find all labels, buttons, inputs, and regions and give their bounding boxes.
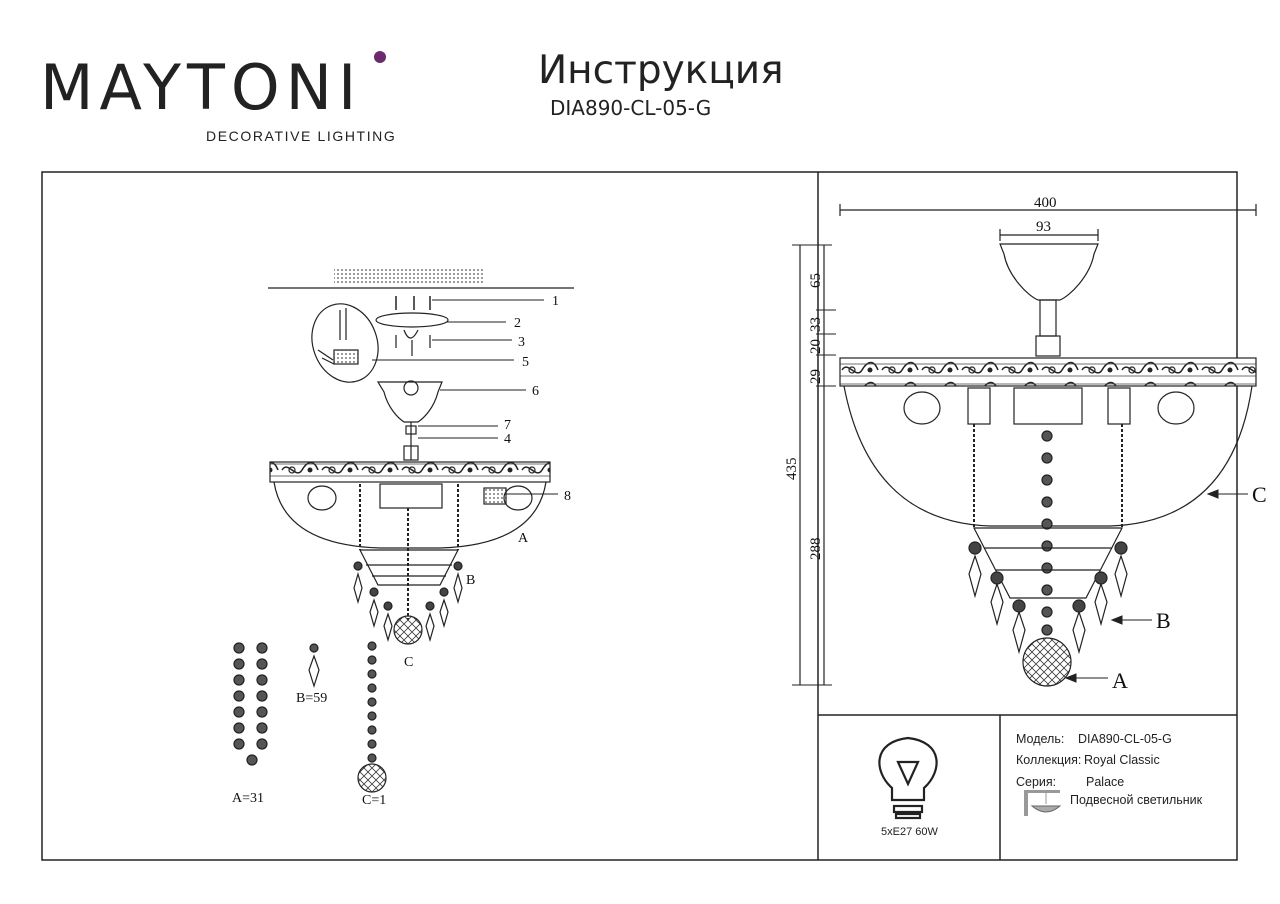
- part-label-5: 5: [522, 355, 529, 370]
- assembly-letter-a: A: [518, 531, 529, 546]
- part-label-1: 1: [552, 294, 559, 309]
- bulb-icon: [878, 736, 938, 820]
- part-label-6: 6: [532, 384, 539, 399]
- brand-logo: MAYTONI DECORATIVE LIGHTING: [38, 50, 398, 150]
- dimension-drawing: [792, 204, 1257, 687]
- model-label: Модель:: [1016, 732, 1065, 746]
- dim-segment-29: 29: [808, 369, 824, 384]
- part-label-7: 7: [504, 418, 511, 433]
- dim-height-total: 435: [784, 458, 800, 481]
- dim-segment-20: 20: [808, 339, 824, 354]
- collection-label: Коллекция:: [1016, 753, 1082, 767]
- pendant-type-icon: [1024, 790, 1062, 816]
- count-c: C=1: [362, 793, 386, 808]
- count-b: B=59: [296, 691, 327, 706]
- part-label-4: 4: [504, 432, 511, 447]
- model-code: DIA890-CL-05-G: [550, 96, 712, 120]
- dim-canopy-width: 93: [1036, 219, 1051, 235]
- dim-letter-a: A: [1112, 668, 1128, 693]
- logo-tagline: DECORATIVE LIGHTING: [206, 128, 397, 144]
- series-value: Palace: [1086, 775, 1125, 789]
- dim-width: 400: [1034, 195, 1057, 211]
- assembly-letter-c: C: [404, 655, 413, 670]
- dimension-labels: 400 93 435 65 33 20 29 288 C B A: [784, 195, 1267, 693]
- dim-letter-b: B: [1156, 608, 1171, 633]
- part-label-8: 8: [564, 489, 571, 504]
- part-label-3: 3: [518, 335, 525, 350]
- series-label: Серия:: [1016, 775, 1057, 789]
- part-label-2: 2: [514, 316, 521, 331]
- type-value: Подвесной светильник: [1070, 793, 1203, 807]
- logo-wordmark: MAYTONI: [40, 51, 363, 124]
- collection-value: Royal Classic: [1084, 753, 1160, 767]
- assembly-labels: 1 2 3 5 6 7 4 8 A B C A=31 B=59 C=1: [232, 294, 571, 808]
- page-title: Инструкция: [538, 48, 784, 93]
- count-a: A=31: [232, 791, 264, 806]
- dim-bowl-height: 288: [808, 538, 824, 561]
- dim-letter-c: C: [1252, 482, 1267, 507]
- model-value: DIA890-CL-05-G: [1078, 732, 1172, 746]
- logo-accent-dot: [374, 51, 386, 63]
- assembly-letter-b: B: [466, 573, 475, 588]
- assembly-diagram: [268, 268, 574, 645]
- dim-segment-65: 65: [808, 273, 824, 288]
- spare-parts: [233, 641, 387, 793]
- sheet-frame: [41, 171, 1238, 861]
- dim-segment-33: 33: [808, 317, 824, 332]
- lamp-spec: 5xE27 60W: [881, 826, 938, 838]
